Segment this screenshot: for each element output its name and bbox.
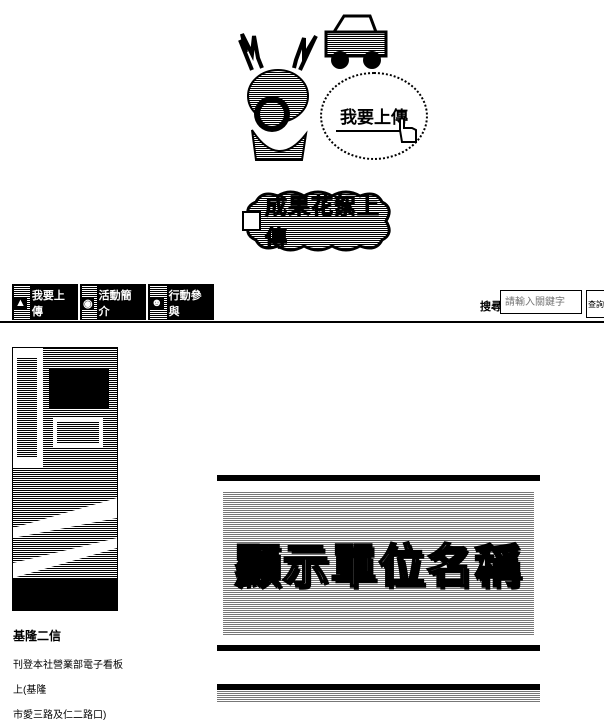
upload-results-button[interactable]: 成果花絮上傳 [242, 188, 394, 254]
tab-intro-label: 活動簡介 [96, 286, 144, 320]
unit-name-text: 顯示單位名稱 [234, 539, 523, 593]
search-input[interactable] [500, 290, 582, 314]
search-label: 搜尋 [480, 301, 502, 313]
search-button[interactable]: 查詢 [586, 290, 604, 318]
second-banner[interactable] [217, 684, 540, 702]
nav-divider [0, 321, 604, 323]
news-description: 刊登本社營業部電子看板上(基隆 市愛三路及仁二路口) [13, 653, 123, 728]
second-banner-background [217, 690, 540, 702]
news-desc-line-1: 刊登本社營業部電子看板上(基隆 [13, 660, 123, 696]
tab-upload-label: 我要上傳 [29, 286, 76, 320]
nav-bar: ▲ 我要上傳 ◉ 活動簡介 ☻ 行動參與 搜尋 查詢 [0, 282, 604, 323]
news-title[interactable]: 基隆二信 [13, 629, 62, 643]
tab-participate[interactable]: ☻ 行動參與 [148, 284, 214, 320]
person-icon: ☻ [150, 297, 164, 309]
news-desc-line-2: 市愛三路及仁二路口) [13, 710, 107, 721]
cloud-title-text: 成果花絮上傳 [264, 194, 380, 252]
reindeer-icon [238, 33, 318, 161]
mountain-icon: ▲ [14, 297, 27, 309]
header-illustration: 我要上傳 成果花絮上傳 [228, 8, 428, 268]
news-thumbnail[interactable] [12, 347, 118, 611]
billboard-photo [13, 348, 117, 610]
tab-participate-label: 行動參與 [166, 286, 212, 320]
photo-icon [242, 211, 261, 231]
unit-name-banner[interactable]: 顯示單位名稱 [217, 475, 540, 651]
pointing-hand-icon [399, 117, 417, 143]
banner-background [223, 491, 534, 635]
cloud-title-wrap: 成果花絮上傳 [242, 189, 394, 253]
tab-upload[interactable]: ▲ 我要上傳 [12, 284, 78, 320]
cloud-shape-icon [246, 190, 391, 252]
info-circle-icon: ◉ [82, 296, 94, 310]
car-icon [324, 14, 388, 69]
search-button-label: 查詢 [588, 298, 604, 310]
tab-intro[interactable]: ◉ 活動簡介 [80, 284, 146, 320]
